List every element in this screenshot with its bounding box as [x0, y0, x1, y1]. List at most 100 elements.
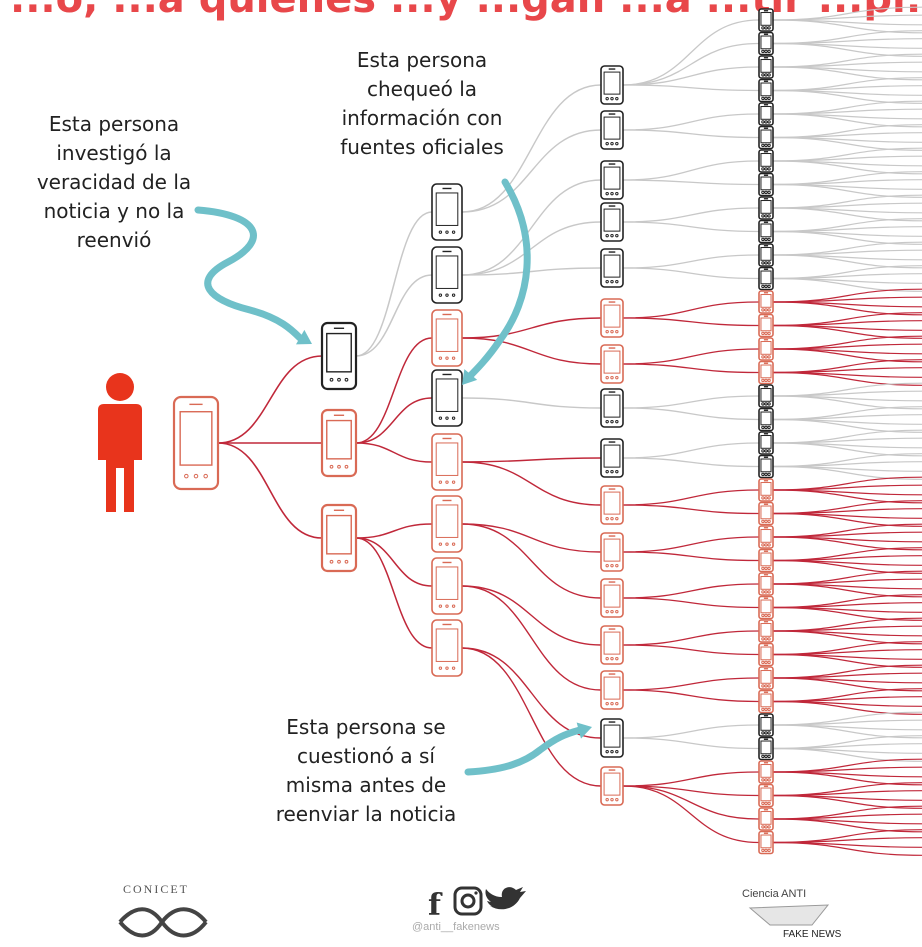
phone-icon — [758, 830, 774, 855]
phone-icon — [600, 485, 624, 525]
phone-icon — [431, 369, 463, 427]
phone-icon — [431, 619, 463, 677]
edge-l4-out — [772, 606, 922, 621]
phone-icon — [431, 183, 463, 241]
phone-icon — [758, 431, 774, 455]
phone-icon — [758, 689, 774, 714]
phone-icon — [758, 290, 774, 314]
edge-l3-l4 — [622, 771, 760, 787]
edge-l2-l3 — [461, 129, 602, 213]
conicet-label: CONICET — [123, 882, 189, 896]
edge-l4-out — [772, 555, 922, 562]
edge-l3-l4 — [622, 785, 760, 820]
phone-icon — [600, 298, 624, 338]
edge-l3-l4 — [622, 489, 760, 506]
edge-l4-out — [772, 508, 922, 515]
phone-icon — [758, 736, 774, 761]
edge-l4-out — [772, 414, 922, 421]
edge-l4-out — [772, 771, 922, 786]
conicet-logo — [118, 907, 208, 938]
phone-icon — [758, 713, 774, 737]
phone-icon — [600, 110, 624, 150]
edge-l4-out — [772, 226, 922, 233]
phone-icon — [600, 202, 624, 242]
edge-l4-out — [772, 390, 922, 397]
edge-l2-l3 — [461, 457, 602, 463]
phone-icon — [600, 718, 624, 758]
arrow-investigated — [194, 206, 312, 345]
edge-l3-l4 — [622, 19, 760, 86]
arrow-questioned — [464, 722, 592, 776]
edge-l1-l2 — [355, 397, 433, 444]
edge-l4-out — [772, 465, 922, 480]
edge-l3-l4 — [622, 644, 760, 656]
edge-l4-out — [772, 277, 922, 292]
phone-icon — [431, 557, 463, 615]
edge-l3-l4 — [622, 583, 760, 599]
phone-icon — [758, 149, 774, 173]
edge-l4-out — [772, 794, 922, 809]
phone-icon — [431, 495, 463, 553]
edge-l4-out — [772, 649, 922, 656]
edge-l0-l1 — [217, 355, 323, 444]
phone-icon — [758, 807, 774, 831]
edge-l4-out — [772, 273, 922, 280]
phone-icon — [758, 55, 774, 79]
phone-icon — [758, 196, 774, 220]
edge-l4-out — [772, 536, 922, 551]
edge-l2-l3 — [461, 523, 602, 599]
edge-l4-out — [772, 348, 922, 363]
edge-l4-out — [772, 559, 922, 574]
phone-icon — [758, 760, 774, 784]
phone-icon — [431, 433, 463, 491]
edge-l4-out — [772, 437, 922, 444]
twitter-icon — [485, 887, 526, 910]
edge-l4-out — [772, 672, 922, 679]
edge-l3-l4 — [622, 66, 760, 86]
phone-icon — [600, 670, 624, 710]
edge-l3-l4 — [622, 348, 760, 365]
edge-l4-out — [772, 367, 922, 374]
edge-l2-l3 — [461, 523, 602, 553]
edge-l4-out — [772, 89, 922, 104]
edge-l0-l1 — [217, 442, 323, 539]
edge-l3-l4 — [622, 785, 760, 797]
edge-l4-out — [772, 301, 922, 316]
edge-l4-out — [772, 747, 922, 762]
edge-l3-l4 — [622, 689, 760, 703]
phone-icon — [758, 619, 774, 643]
edge-l4-out — [772, 743, 922, 750]
edge-l3-l4 — [622, 442, 760, 459]
instagram-icon — [453, 886, 483, 916]
edge-l4-out — [772, 442, 922, 457]
edge-l3-l4 — [622, 597, 760, 609]
edge-l2-l3 — [461, 221, 602, 276]
edge-l3-l4 — [622, 179, 760, 186]
phone-icon — [600, 532, 624, 572]
phone-icon — [758, 313, 774, 338]
phone-icon — [600, 248, 624, 288]
phone-icon — [758, 407, 774, 432]
edge-l3-l4 — [622, 536, 760, 553]
fake-news-logo — [748, 904, 830, 926]
phone-icon — [758, 525, 774, 549]
edge-l4-out — [772, 42, 922, 57]
edge-l4-out — [772, 324, 922, 339]
edge-l2-l3 — [461, 585, 602, 691]
phone-icon — [758, 572, 774, 596]
edge-l3-l4 — [622, 677, 760, 691]
edge-l4-out — [772, 395, 922, 410]
edge-l4-out — [772, 38, 922, 45]
social-handle: @anti__fakenews — [412, 921, 500, 933]
edge-l4-out — [772, 113, 922, 128]
phone-icon — [172, 395, 220, 491]
phone-icon — [600, 766, 624, 806]
edge-l4-out — [772, 155, 922, 162]
edge-l4-out — [772, 418, 922, 433]
edge-l3-l4 — [622, 113, 760, 131]
phone-icon — [758, 266, 774, 291]
edge-l3-l4 — [622, 504, 760, 515]
edge-l4-out — [772, 179, 922, 186]
edge-l4-out — [772, 202, 922, 209]
fake-news-label: FAKE NEWS — [783, 929, 842, 940]
